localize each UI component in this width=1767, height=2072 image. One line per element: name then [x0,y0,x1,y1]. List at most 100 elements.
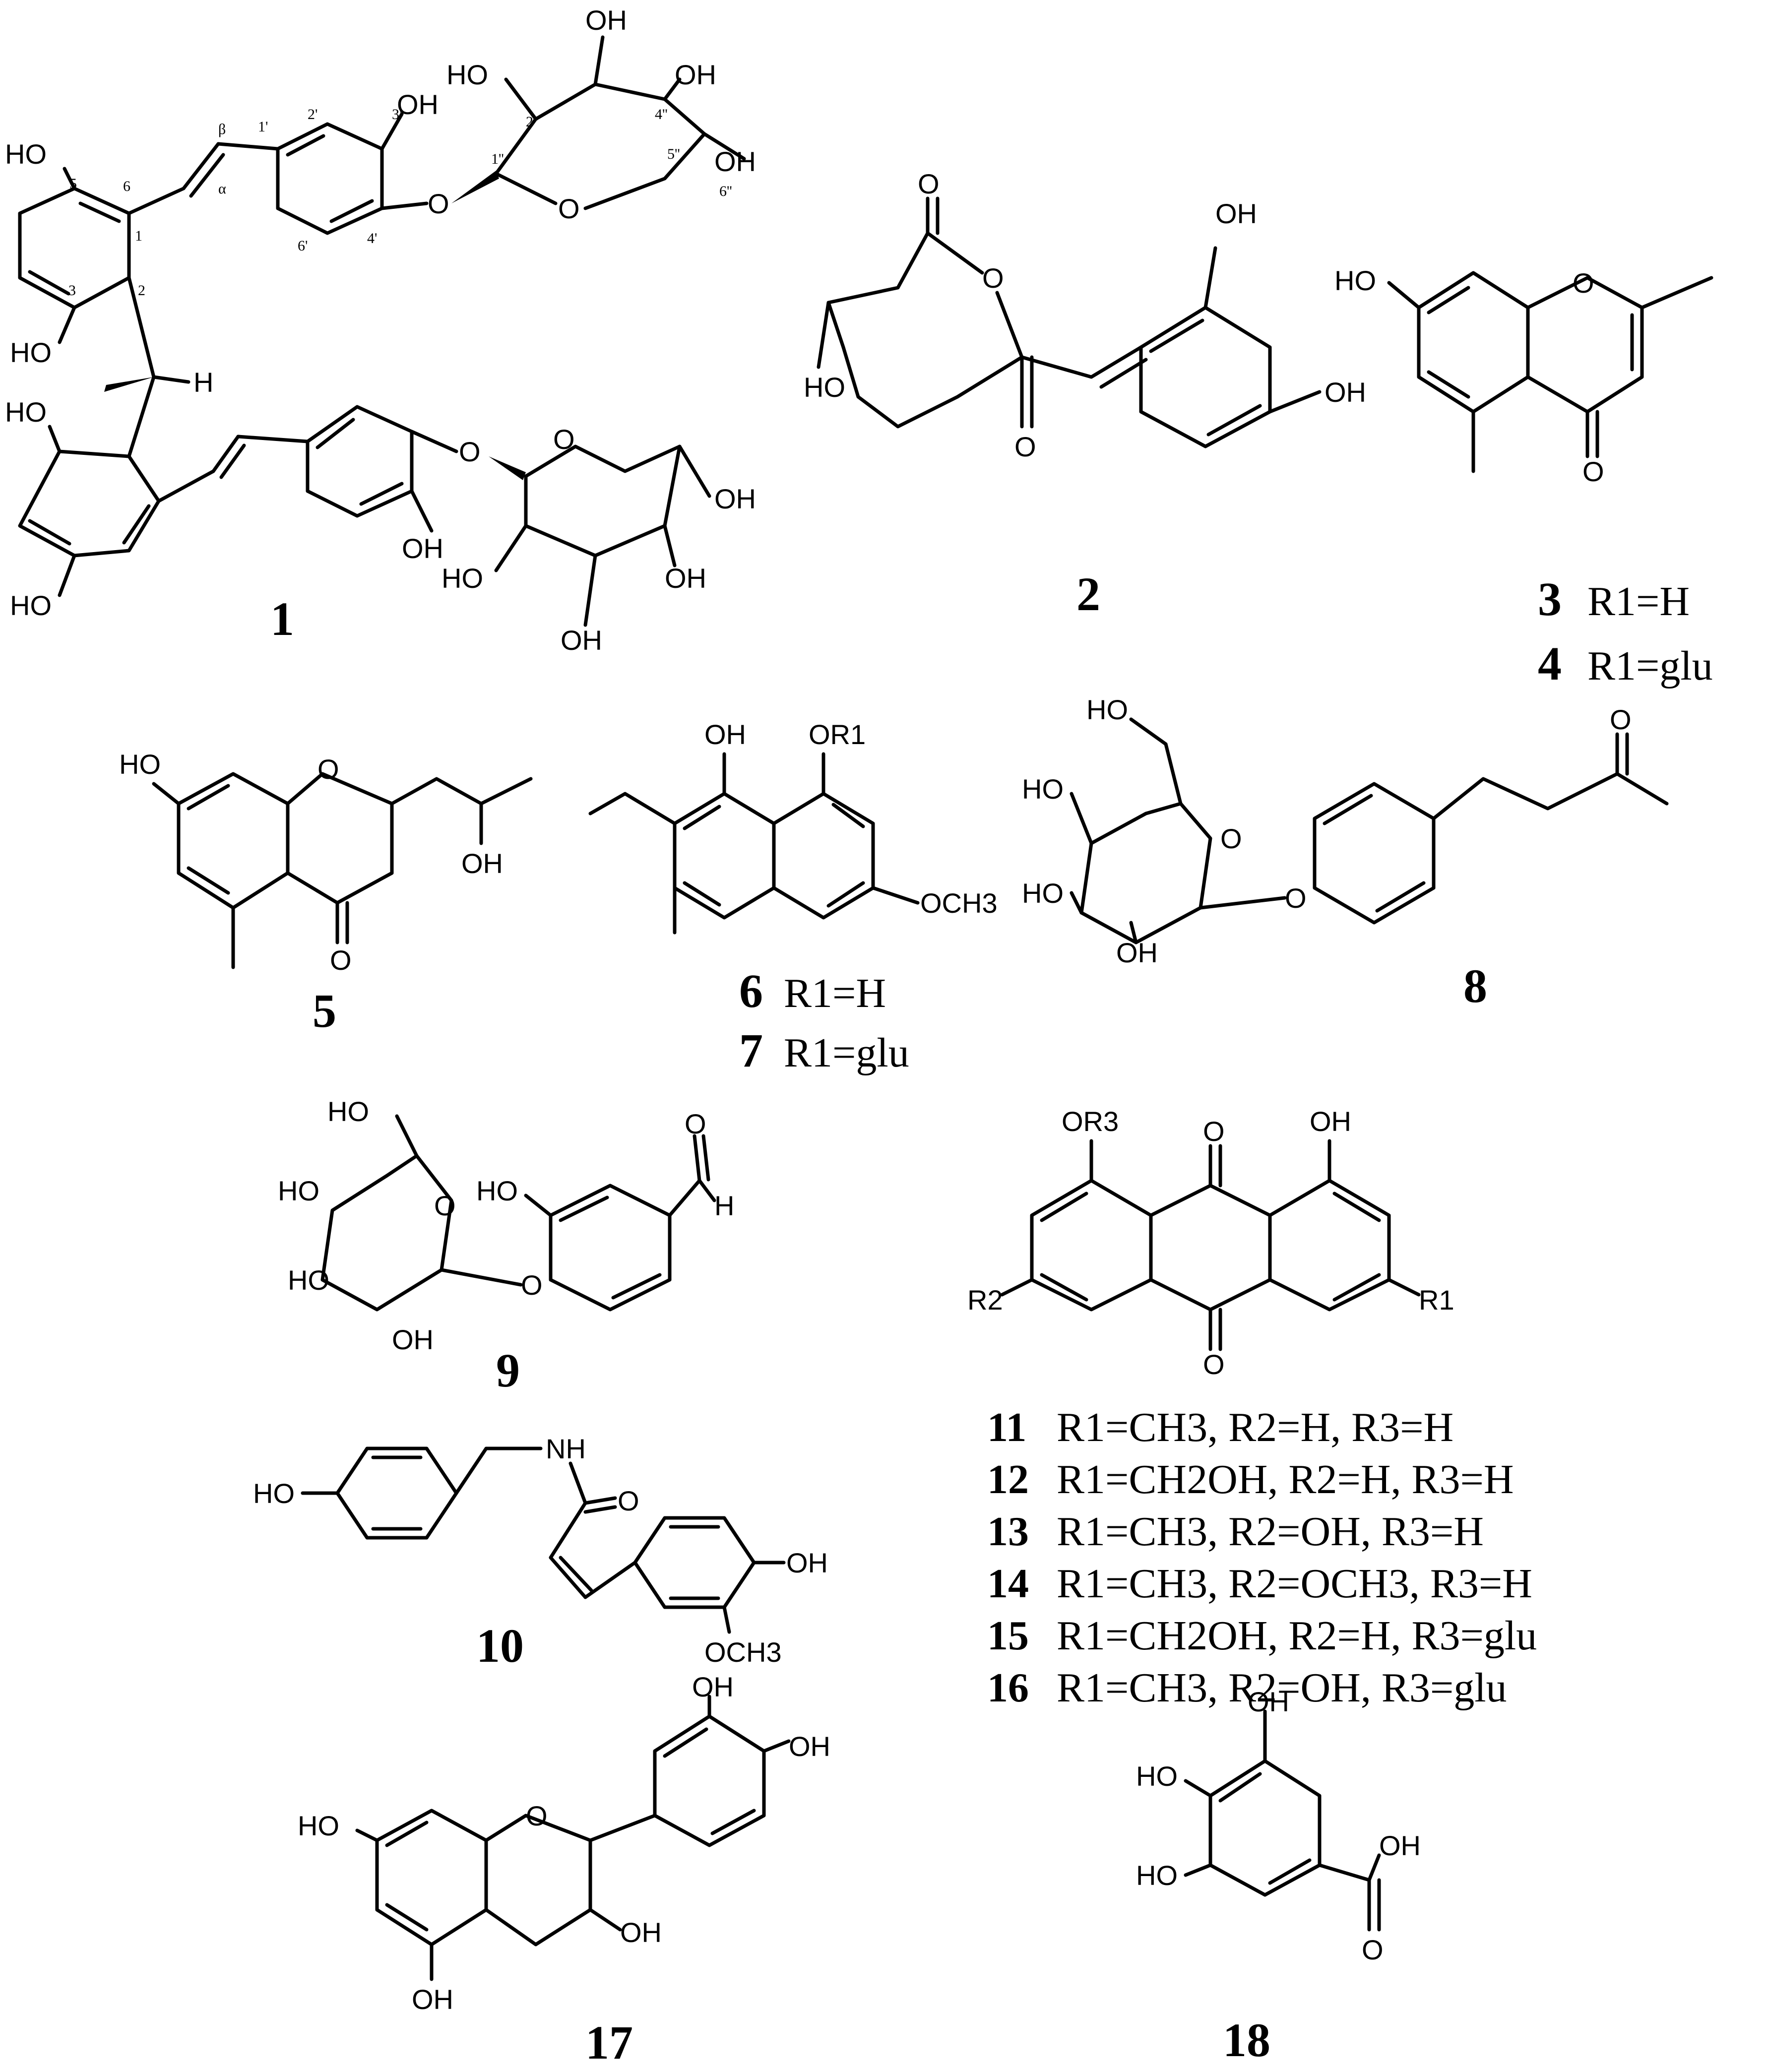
ring-oxygen-label: O [982,262,1004,294]
structure-compound-1: HO HO 5 6 1 2 3 β α 1' 2' 3' 4' 6' OH O [5,4,756,656]
compound-number: 6 [739,964,763,1017]
locant-label: 4'' [655,106,668,123]
compound-number: 7 [739,1024,763,1077]
compound-number: 18 [1223,2013,1270,2067]
carbonyl-oxygen-label: O [918,168,940,199]
ring-oxygen-label: O [558,193,580,224]
hydroxy-label: HO [1022,878,1064,909]
hydroxy-label: OH [714,146,756,177]
phenyl-ring [335,1446,458,1540]
locant-label: 2'' [526,114,539,130]
substituent-definition: R1=H [1587,578,1690,625]
structure-compound-6-7: OH OR1 OCH3 [588,719,998,935]
hydroxy-label: HO [10,337,52,368]
compound-number: 11 [987,1404,1026,1450]
locant-label: 6' [298,238,308,254]
compound-number: 1 [270,592,294,645]
hydroxy-label: HO [1136,1860,1178,1891]
aldehyde-oxygen-label: O [685,1108,706,1139]
hydroxy-label: HO [10,590,52,621]
hydroxy-label: HO [5,396,47,428]
hydroxy-label: OH [561,625,602,656]
ring-oxygen-label: O [1220,823,1242,854]
hydroxy-label: OH [1325,377,1366,408]
hydroxy-label: OH [714,483,756,514]
compound-number: 5 [313,984,336,1037]
phenyl-ring [1139,306,1272,448]
hydroxy-label: OH [1248,1686,1289,1717]
hydroxy-label: OH [1310,1106,1351,1137]
ring-oxygen-label: O [526,1800,548,1831]
compound-number: 9 [496,1344,520,1397]
methoxy-label: OCH3 [704,1636,782,1668]
hydroxy-label: OH [461,848,503,879]
locant-label: 1' [258,119,268,135]
carbonyl-oxygen-label: O [1362,1934,1384,1965]
structure-compound-17: O OH HO OH OH OH [298,1671,830,2015]
structure-compound-3-4: O O HO [1334,265,1713,487]
compound-number: 14 [987,1561,1029,1607]
carbonyl-oxygen-label: O [1203,1116,1225,1147]
methoxy-label: OCH3 [920,887,998,919]
compound-number: 8 [1463,959,1487,1012]
hydroxy-label: HO [288,1264,329,1296]
hydroxy-label: OH [397,89,439,120]
hydroxy-label: HO [278,1175,319,1206]
locant-label: 2' [308,106,317,123]
phenyl-ring [633,1516,756,1609]
substituent-definition: R1=CH2OH, R2=H, R3=glu [1057,1613,1537,1659]
hydroxy-label: OH [786,1547,828,1578]
ring-b-lower [306,405,414,518]
hydroxy-label: HO [476,1175,518,1206]
carbonyl-oxygen-label: O [618,1485,639,1516]
locant-label: 3 [68,282,76,299]
compound-number: 4 [1538,637,1562,690]
amide-nh-label: NH [546,1433,586,1464]
ring-oxygen-label: O [553,424,575,455]
structure-compound-18: OH HO HO O OH [1136,1686,1421,1965]
hydroxy-label: HO [442,563,483,594]
locant-label: α [218,181,226,197]
carbonyl-oxygen-label: O [1610,704,1632,735]
hydroxy-label: HO [1136,1760,1178,1792]
oxygen-label: O [1285,882,1307,914]
oxygen-label: O [521,1269,543,1301]
locant-label: 4' [367,230,377,247]
hydroxy-label: HO [5,138,47,170]
phenyl-ring [549,1184,672,1312]
structure-compound-2: O O O HO OH OH [804,168,1366,462]
phenyl-ring [1313,782,1436,925]
ether-label: OR1 [809,719,866,750]
ring-oxygen-label: O [317,753,339,785]
substituent-r2-label: R2 [967,1284,1003,1316]
aldehyde-hydrogen-label: H [714,1190,734,1221]
hydroxy-label: OH [675,59,716,90]
structure-anthraquinone: O O OR3 OH R2 R1 [967,1106,1454,1380]
locant-label: 5 [69,176,77,192]
structure-compound-9: O HO HO HO OH O HO O H [278,1096,734,1355]
substituent-definition: R1=CH3, R2=H, R3=H [1057,1404,1453,1450]
substituent-definition: R1=CH3, R2=OCH3, R3=H [1057,1561,1532,1607]
hydroxy-label: OH [392,1324,434,1355]
hydroxy-label: HO [804,372,845,403]
compound-number: 10 [476,1619,524,1672]
catechol-ring [653,1714,766,1847]
hydroxy-label: OH [789,1731,830,1762]
hydroxy-label: OH [402,533,443,564]
ring-b-upper [276,122,384,235]
hydrogen-label: H [193,367,213,398]
structure-compound-5: O O OH HO [119,749,533,976]
compound-number: 17 [585,2016,633,2069]
hydroxy-label: OH [620,1917,662,1948]
locant-label: 2 [138,282,145,299]
substituent-table: 11 R1=CH3, R2=H, R3=H 12 R1=CH2OH, R2=H,… [987,1404,1537,1711]
glucose-ring-upper [451,82,706,210]
hydroxy-label: OH [1379,1830,1421,1861]
compound-number: 12 [987,1456,1029,1503]
hydroxy-label: HO [1022,773,1064,805]
ring-a-lower [18,449,161,558]
substituent-definition: R1=H [784,970,886,1016]
hydroxy-label: OH [704,719,746,750]
carbonyl-oxygen-label: O [1582,456,1604,487]
